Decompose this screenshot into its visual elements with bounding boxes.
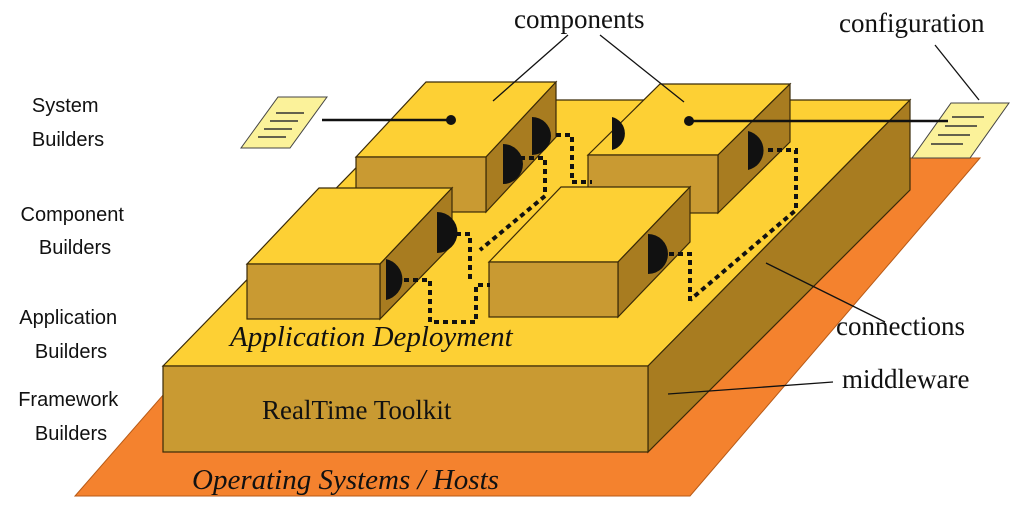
os-hosts-label: Operating Systems / Hosts <box>192 464 499 496</box>
components-label: components <box>514 4 644 34</box>
role-framework-builders: Framework Builders <box>18 389 124 445</box>
role-labels: System Builders Component Builders Appli… <box>18 95 130 445</box>
config-note-right <box>911 102 1010 159</box>
config-dot-left <box>446 115 456 125</box>
realtime-toolkit-label: RealTime Toolkit <box>262 395 452 425</box>
port-icon <box>748 131 764 170</box>
port-icon <box>437 212 458 253</box>
connection-lines-front <box>404 232 692 324</box>
application-deployment-label: Application Deployment <box>228 321 514 353</box>
port-icon <box>386 259 403 300</box>
port-icon <box>648 234 668 274</box>
role-application-builders: Application Builders <box>19 307 122 363</box>
annotation-leaders <box>492 34 980 395</box>
role-component-builders: Component Builders <box>21 204 130 259</box>
role-system-builders: System Builders <box>32 95 104 151</box>
port-icon <box>503 144 523 184</box>
configuration-label: configuration <box>839 8 985 38</box>
connections-label: connections <box>836 311 965 341</box>
config-note-left <box>240 96 328 149</box>
port-icon <box>612 117 625 150</box>
config-dot-right <box>684 116 694 126</box>
platform-front <box>162 365 649 453</box>
port-connectors <box>386 117 764 300</box>
port-icon <box>532 117 551 155</box>
connection-lines-back <box>478 133 798 302</box>
middleware-label: middleware <box>842 364 969 394</box>
